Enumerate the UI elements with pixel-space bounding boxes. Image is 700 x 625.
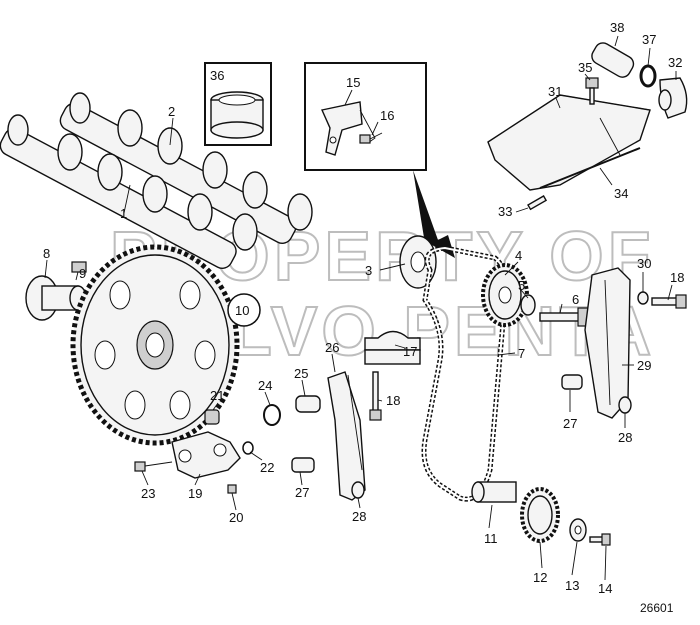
cover xyxy=(487,94,651,191)
callout-35: 35 xyxy=(578,60,592,75)
inset-box-bracket xyxy=(304,62,427,171)
upper-sprocket xyxy=(481,263,529,327)
tensioner-plug xyxy=(204,409,220,425)
callout-18-cap: 18 xyxy=(386,393,400,408)
callout-11: 11 xyxy=(484,531,498,546)
hub-bolt xyxy=(71,261,87,273)
elbow xyxy=(658,77,688,119)
stud xyxy=(527,195,548,211)
tensioner-piston xyxy=(295,395,321,413)
seal xyxy=(210,91,264,139)
screw-cap xyxy=(369,371,382,421)
callout-19: 19 xyxy=(188,486,202,501)
callout-37: 37 xyxy=(642,32,656,47)
callout-2: 2 xyxy=(168,104,175,119)
callout-20: 20 xyxy=(229,510,243,525)
callout-18-rail: 18 xyxy=(670,270,684,285)
diagram-reference-number: 26601 xyxy=(640,601,674,615)
callout-26: 26 xyxy=(325,340,339,355)
hose xyxy=(591,42,635,78)
callout-22: 22 xyxy=(260,460,274,475)
bushing xyxy=(471,481,517,503)
callout-10-circle xyxy=(227,293,261,327)
callout-4: 4 xyxy=(515,248,522,263)
callout-29: 29 xyxy=(637,358,651,373)
callout-34: 34 xyxy=(614,186,628,201)
lower-bolt xyxy=(589,533,611,546)
hose-clamp xyxy=(639,64,657,88)
camshaft-intake xyxy=(59,92,313,244)
tensioner-screw xyxy=(134,461,173,472)
callout-32: 32 xyxy=(668,55,682,70)
pin-left xyxy=(291,457,315,473)
callout-17: 17 xyxy=(403,344,417,359)
callout-labels: 1 2 3 4 5 6 7 8 9 10 11 12 13 14 15 16 1… xyxy=(43,20,684,596)
inset-box-seal xyxy=(204,62,272,146)
callout-13: 13 xyxy=(565,578,579,593)
bearing-cap xyxy=(364,330,421,365)
callout-36: 36 xyxy=(210,68,224,83)
callout-28-right: 28 xyxy=(618,430,632,445)
guide-rail xyxy=(584,267,631,419)
callout-6: 6 xyxy=(572,292,579,307)
callout-33: 33 xyxy=(498,204,512,219)
lower-sprocket xyxy=(520,487,560,543)
bracket xyxy=(321,101,376,156)
nipple xyxy=(227,484,237,494)
callout-31: 31 xyxy=(548,84,562,99)
callout-15: 15 xyxy=(346,75,360,90)
camshaft-exhaust xyxy=(0,114,258,269)
callout-9: 9 xyxy=(79,266,86,281)
callout-38: 38 xyxy=(610,20,624,35)
pin-right xyxy=(561,374,583,390)
guide-rail-washer xyxy=(637,291,649,305)
upper-washer xyxy=(520,294,536,316)
callout-25: 25 xyxy=(294,366,308,381)
callout-28-left: 28 xyxy=(352,509,366,524)
tensioner-rail xyxy=(327,371,366,501)
cover-screw xyxy=(585,77,599,105)
callout-23: 23 xyxy=(141,486,155,501)
callout-12: 12 xyxy=(533,570,547,585)
hub xyxy=(25,275,87,321)
callout-16: 16 xyxy=(380,108,394,123)
tensioner-housing xyxy=(171,431,241,479)
lower-washer xyxy=(569,518,587,542)
callout-30: 30 xyxy=(637,256,651,271)
gear xyxy=(70,244,240,446)
callout-24: 24 xyxy=(258,378,272,393)
callout-5: 5 xyxy=(518,278,525,293)
callout-1: 1 xyxy=(120,206,127,221)
callout-8: 8 xyxy=(43,246,50,261)
guide-rail-screw xyxy=(651,294,687,309)
callout-7: 7 xyxy=(518,346,525,361)
o-ring xyxy=(263,404,281,426)
callout-10: 10 xyxy=(235,303,249,318)
callout-14: 14 xyxy=(598,581,612,596)
cover-gasket xyxy=(539,147,641,189)
seal-ring xyxy=(242,441,254,455)
washer-right xyxy=(618,396,632,414)
callout-3: 3 xyxy=(365,263,372,278)
callout-21: 21 xyxy=(210,388,224,403)
bracket-screw xyxy=(359,132,383,144)
callout-27-right: 27 xyxy=(563,416,577,431)
leader-lines xyxy=(44,35,677,581)
callout-27-left: 27 xyxy=(295,485,309,500)
washer-left xyxy=(351,481,365,499)
